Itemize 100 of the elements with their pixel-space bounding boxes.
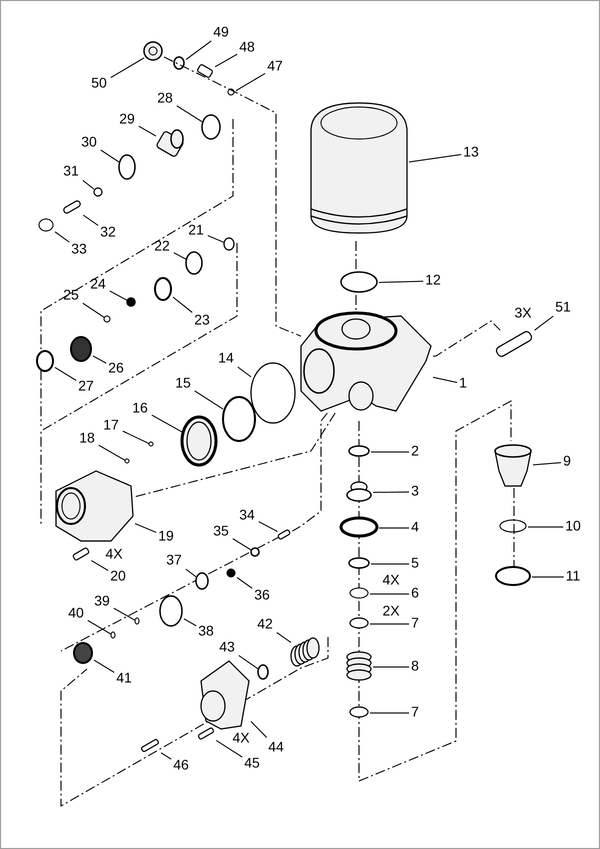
part-drawing <box>196 63 214 79</box>
callout-number: 15 <box>175 376 191 390</box>
leader-line <box>238 655 258 670</box>
assembly-centerline <box>134 412 336 498</box>
leader-line <box>276 632 292 643</box>
leader-line <box>87 620 112 635</box>
leader-line <box>176 105 202 122</box>
leader-line <box>122 430 150 444</box>
leader-line <box>113 608 136 621</box>
part-drawing <box>55 470 134 542</box>
part-drawing <box>104 316 110 322</box>
part-drawing <box>348 445 370 457</box>
leader-line <box>372 666 410 668</box>
leader-line <box>100 150 120 163</box>
leader-line <box>172 296 193 313</box>
leader-line <box>173 252 186 260</box>
leader-line <box>258 521 278 532</box>
part-drawing <box>70 336 92 362</box>
callout-number: 38 <box>198 624 214 638</box>
leader-line <box>82 180 94 190</box>
leader-line <box>408 154 462 162</box>
callout-number: 14 <box>218 350 234 366</box>
callout-number: 34 <box>239 508 255 522</box>
leader-line <box>532 576 564 578</box>
part-drawing <box>118 154 136 180</box>
callout-number: 23 <box>194 312 210 328</box>
callout-number: 29 <box>119 112 135 126</box>
callout-number: 45 <box>244 756 260 770</box>
leader-line <box>94 660 115 673</box>
part-drawing <box>226 568 236 578</box>
part-drawing <box>143 41 163 61</box>
part-drawing <box>340 516 378 538</box>
quantity-label: 2X <box>382 604 400 618</box>
callout-number: 20 <box>110 568 126 584</box>
part-drawing <box>222 396 256 442</box>
part-drawing <box>494 444 532 487</box>
leader-line <box>236 577 253 589</box>
callout-number: 11 <box>566 568 580 584</box>
leader-line <box>109 290 128 301</box>
callout-number: 39 <box>94 594 110 608</box>
callout-number: 17 <box>103 418 119 432</box>
part-drawing <box>126 297 136 307</box>
part-drawing <box>124 458 130 464</box>
leader-line <box>372 492 410 493</box>
callout-number: 16 <box>132 400 148 416</box>
callout-number: 41 <box>116 670 132 686</box>
part-drawing <box>223 237 235 251</box>
callout-number: 48 <box>239 40 255 54</box>
quantity-label: 3X <box>514 306 532 320</box>
part-drawing <box>340 271 378 293</box>
part-drawing <box>349 706 369 718</box>
leader-line <box>134 523 157 533</box>
callout-number: 8 <box>411 658 419 674</box>
callout-number: 3 <box>411 484 419 498</box>
callout-number: 18 <box>79 430 95 446</box>
assembly-centerline <box>292 412 328 532</box>
callout-number: 50 <box>91 76 107 90</box>
part-drawing <box>38 218 54 232</box>
part-drawing <box>350 588 368 598</box>
part-drawing <box>276 528 292 540</box>
leader-line <box>98 444 126 461</box>
callout-number: 19 <box>158 528 174 544</box>
callout-number: 46 <box>173 758 189 772</box>
assembly-centerline <box>164 56 302 337</box>
leader-line <box>250 721 268 738</box>
part-drawing <box>195 572 209 590</box>
leader-line <box>194 390 224 410</box>
leader-line <box>378 280 424 283</box>
callout-number: 25 <box>63 288 79 302</box>
callout-number: 22 <box>154 238 170 254</box>
leader-line <box>138 126 156 137</box>
callout-number: 10 <box>565 518 581 534</box>
quantity-label: 4X <box>232 730 250 746</box>
callout-number: 2 <box>411 444 419 458</box>
part-drawing <box>159 595 183 627</box>
part-drawing <box>110 632 116 638</box>
leader-line <box>110 57 144 78</box>
callout-number: 9 <box>563 454 571 468</box>
callout-number: 35 <box>213 524 229 538</box>
callout-number: 32 <box>100 224 116 240</box>
part-drawing <box>346 481 372 502</box>
leader-line <box>232 538 252 550</box>
callout-number: 51 <box>555 300 571 314</box>
leader-line <box>54 231 70 243</box>
callout-number: 37 <box>166 552 182 568</box>
callout-number: 42 <box>257 616 273 632</box>
part-drawing <box>180 416 218 466</box>
part-drawing <box>185 251 203 275</box>
callout-number: 31 <box>63 164 79 178</box>
part-drawing <box>290 637 320 667</box>
leader-line <box>90 560 109 572</box>
callout-number: 21 <box>188 222 204 238</box>
part-drawing <box>93 187 103 197</box>
leader-line <box>236 72 266 92</box>
part-drawing <box>154 277 172 301</box>
callout-number: 49 <box>213 24 229 40</box>
leader-line <box>54 367 77 381</box>
callout-number: 33 <box>71 242 87 256</box>
part-drawing <box>201 114 221 140</box>
callout-number: 27 <box>78 378 94 394</box>
